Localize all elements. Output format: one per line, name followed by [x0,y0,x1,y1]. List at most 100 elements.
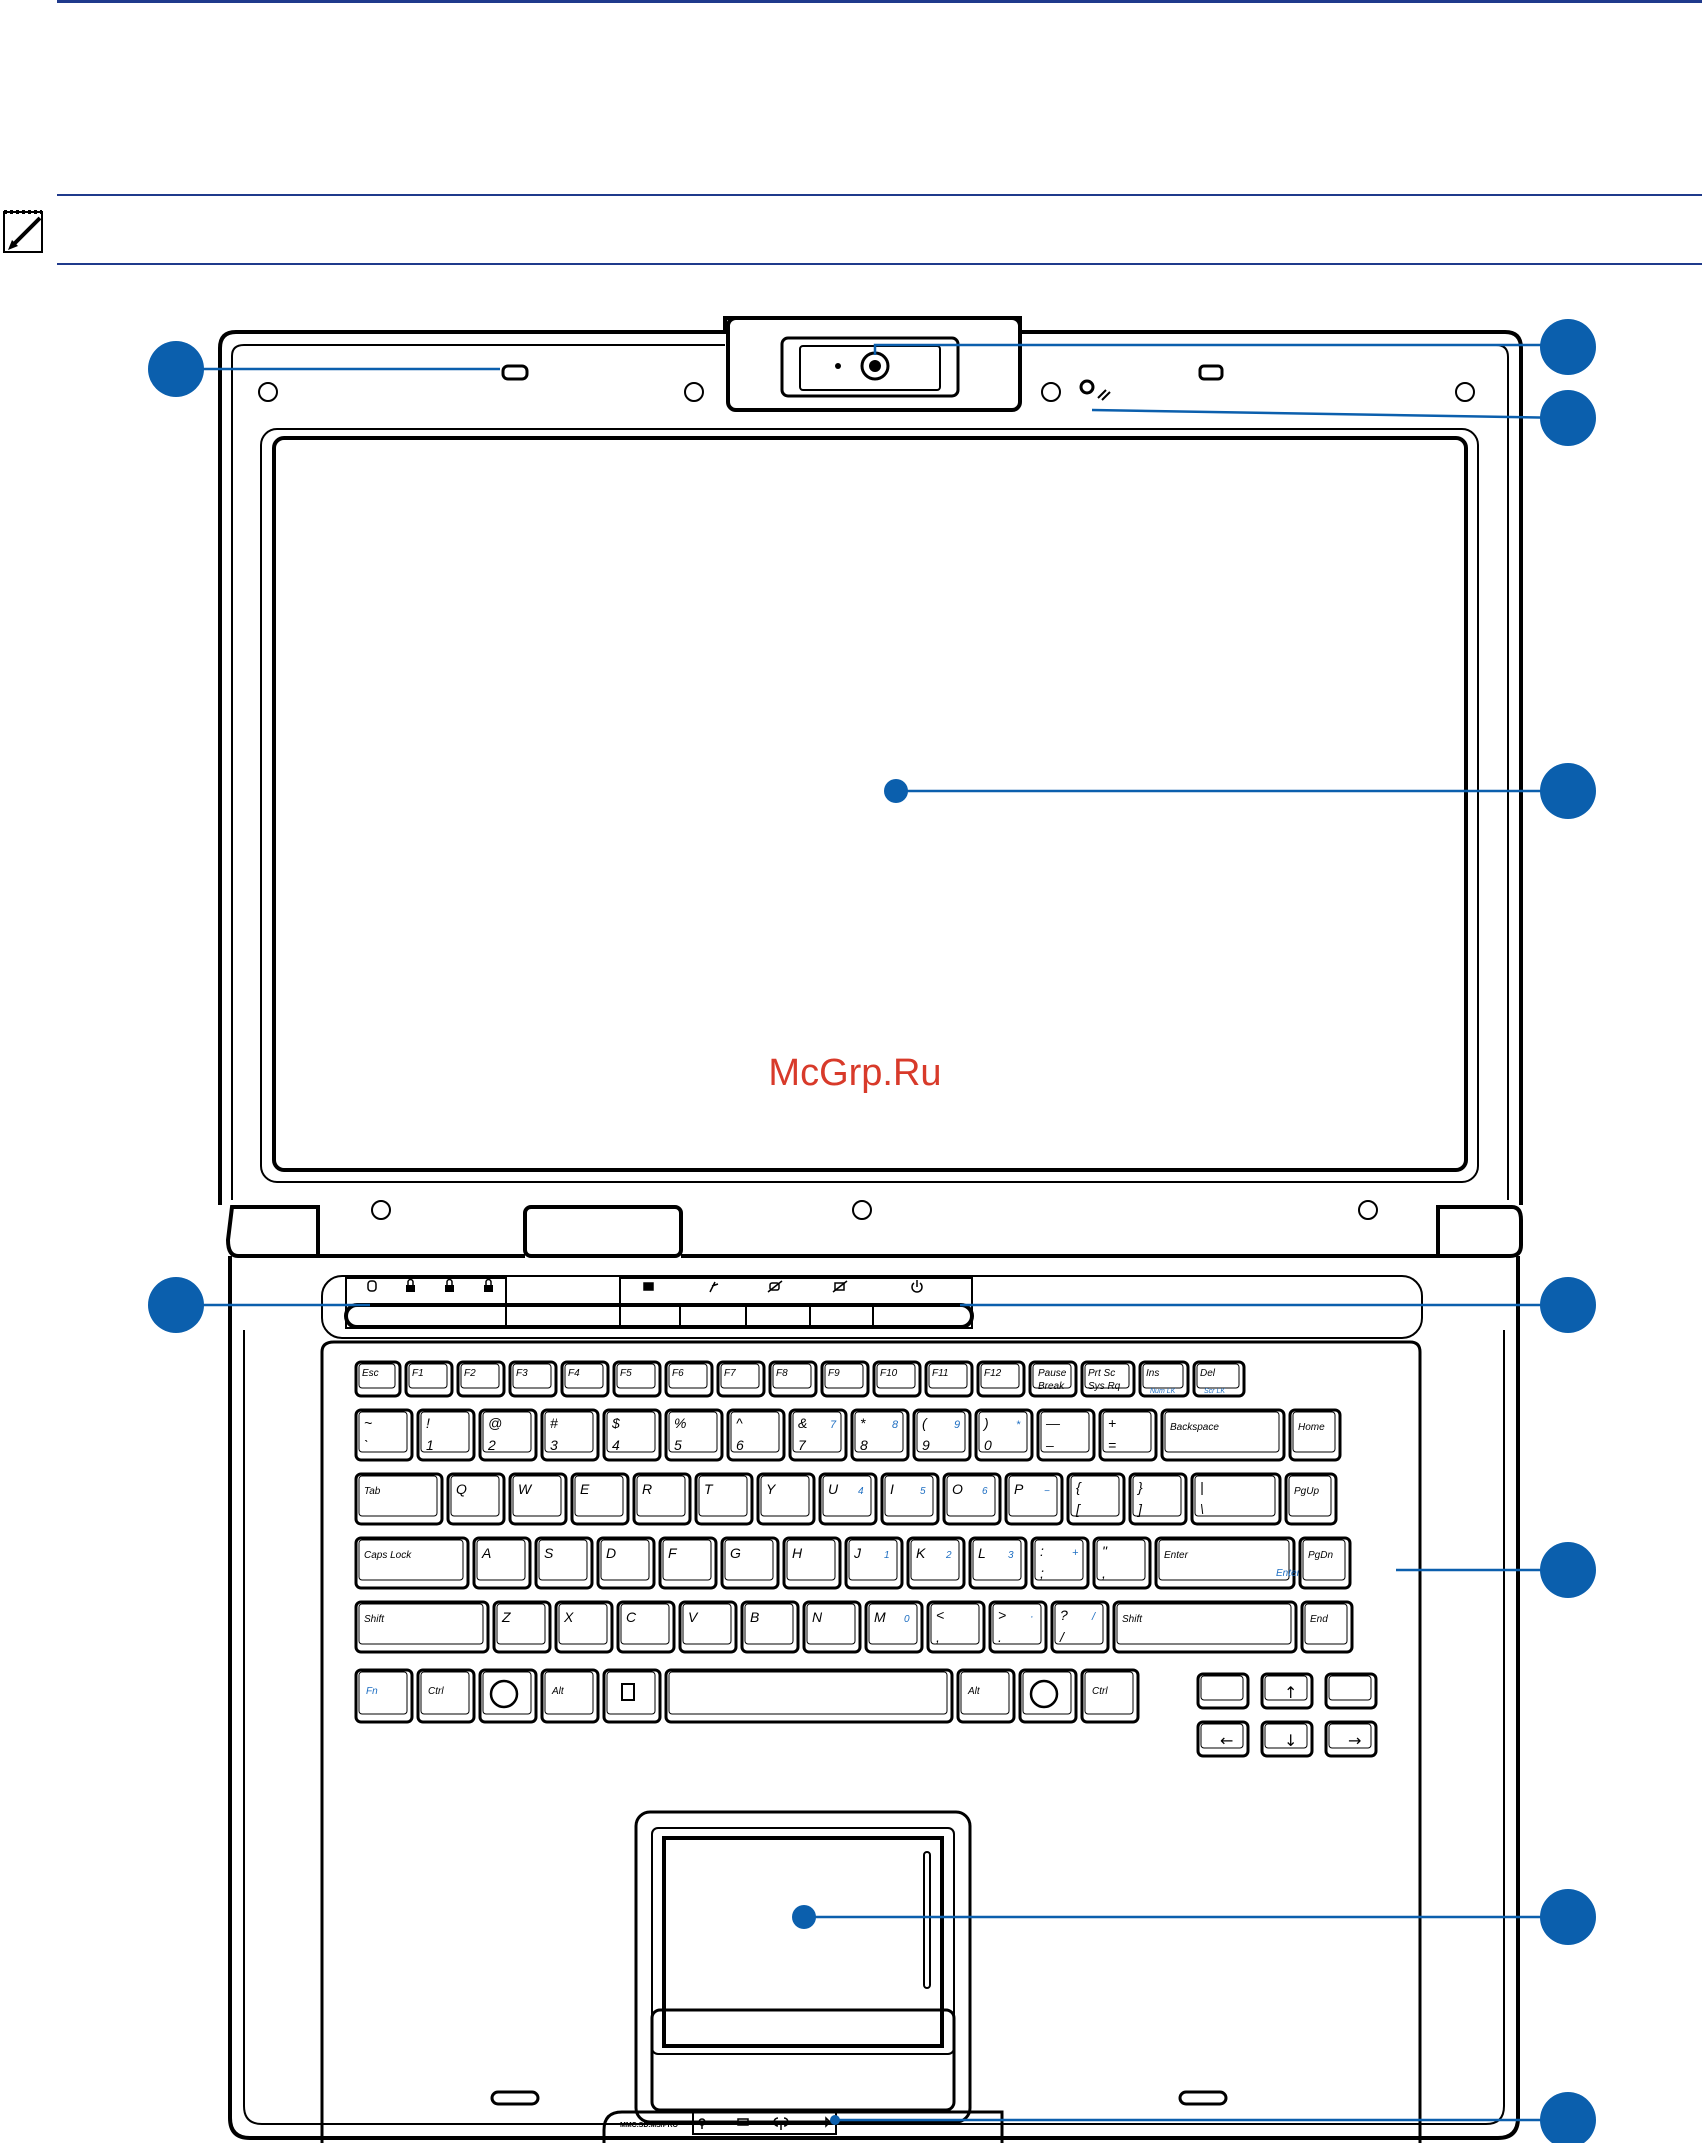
arrow-down-key-icon: ↓ [1284,1731,1297,1750]
arrow-right-key-icon: → [1348,1731,1361,1750]
key-symbol-face [1102,1411,1152,1453]
key-enter-numpad-label: Enter [1276,1568,1301,1579]
key-b-face [744,1603,794,1645]
key-0-face [978,1411,1028,1453]
key-f6-label: F6 [672,1368,684,1379]
key-symbol-label: , [936,1629,940,1645]
key-2-label: @ [488,1415,502,1431]
key-5 [664,1408,724,1462]
key-f5-label: F5 [620,1368,632,1379]
key-o [942,1472,1002,1526]
key-t-face [698,1475,748,1517]
key-shift-label: Shift [364,1614,385,1625]
key-p [1004,1472,1064,1526]
key-o-label: O [952,1481,963,1497]
blank-key-right-face [1328,1675,1372,1701]
key-n-label: N [812,1609,823,1625]
drive-led-icon [367,1280,377,1292]
key-symbol-face [1040,1411,1090,1453]
key-5-label: % [674,1415,686,1431]
spacebar [664,1668,954,1724]
key-backspace-label: Backspace [1170,1422,1219,1433]
key-q [446,1472,506,1526]
key-fn-label: Fn [366,1686,378,1697]
key-a-label: A [481,1545,491,1561]
key-ctrl-face [420,1671,470,1715]
key-e-face [574,1475,624,1517]
key-g [720,1536,780,1590]
key-symbol-face [1096,1539,1146,1581]
key-j-numpad-label: 1 [884,1550,890,1561]
key-ins-label: Ins [1146,1368,1159,1379]
key-symbol-face [992,1603,1042,1645]
key-8-label: 8 [860,1437,868,1453]
key-del-face [1196,1363,1240,1389]
key-esc-face [358,1363,396,1389]
key-f-label: F [668,1545,678,1561]
key-home-face [1292,1411,1336,1453]
hotkey-icons [643,1280,923,1293]
key-f12-face [980,1363,1020,1389]
key-shift [354,1600,490,1654]
key-end [1300,1600,1354,1654]
power4gear-icon [709,1281,719,1293]
menu-key [602,1668,662,1724]
key-f5-face [616,1363,656,1389]
key-symbol [1030,1536,1090,1590]
callout-marker [1540,2092,1596,2143]
menu-key-face [606,1671,656,1715]
key-7-numpad-label: 7 [830,1419,837,1431]
callout-marker [1540,1889,1596,1945]
key-h-face [786,1539,836,1581]
key-6 [726,1408,786,1462]
arrow-up-key-face [1264,1675,1308,1701]
key-pgup-face [1288,1475,1332,1517]
blank-key-right [1324,1672,1378,1710]
callout-marker [148,341,204,397]
key-symbol [1092,1536,1152,1590]
key-symbol-numpad-label: · [1030,1611,1034,1623]
key-y [756,1472,816,1526]
hinge [225,1205,1523,1258]
key-6-label: 6 [736,1437,744,1453]
key-symbol-label: < [936,1607,944,1623]
key-1-label: ! [426,1415,430,1431]
key-end-label: End [1310,1614,1328,1625]
key-alt-face [960,1671,1010,1715]
key-symbol-label: { [1076,1479,1082,1495]
key-home-label: Home [1298,1422,1325,1433]
key-symbol-face [1194,1475,1276,1517]
key-f6-face [668,1363,708,1389]
key-f4-face [564,1363,604,1389]
key-symbol [1128,1472,1188,1526]
key-symbol [1050,1600,1110,1654]
key-prt-sc-sys-rq-label: Sys Rq [1088,1381,1121,1392]
key-r-face [636,1475,686,1517]
key-v-face [682,1603,732,1645]
key-ctrl [1080,1668,1140,1724]
key-f10-face [876,1363,916,1389]
key-prt-sc-sys-rq-label: Prt Sc [1088,1368,1115,1379]
key-symbol-label: ? [1060,1607,1068,1623]
power-led-icon [698,2118,706,2129]
key-z-label: Z [501,1609,511,1625]
key-symbol-face [1054,1603,1104,1645]
key-symbol-label: > [998,1607,1006,1623]
callout-anchor-dots [792,779,908,2125]
arrow-up-key-icon: ↑ [1284,1683,1297,1702]
key-enter-label: Enter [1164,1550,1189,1561]
key-esc-label: Esc [362,1368,379,1379]
key-b [740,1600,800,1654]
arrow-right-key-face [1328,1723,1372,1749]
key-0-numpad-label: * [1016,1419,1021,1431]
key-symbol-label: } [1136,1479,1143,1495]
key-tab [354,1472,444,1526]
key-g-face [724,1539,774,1581]
key-alt-label: Alt [967,1686,981,1697]
key-0-label: ) [982,1415,989,1431]
key-pause-break-face [1032,1363,1072,1389]
key-symbol-label: : [1040,1543,1044,1559]
key-o-face [946,1475,996,1517]
key-ctrl-face [1084,1671,1134,1715]
key-pgdn-face [1302,1539,1346,1581]
